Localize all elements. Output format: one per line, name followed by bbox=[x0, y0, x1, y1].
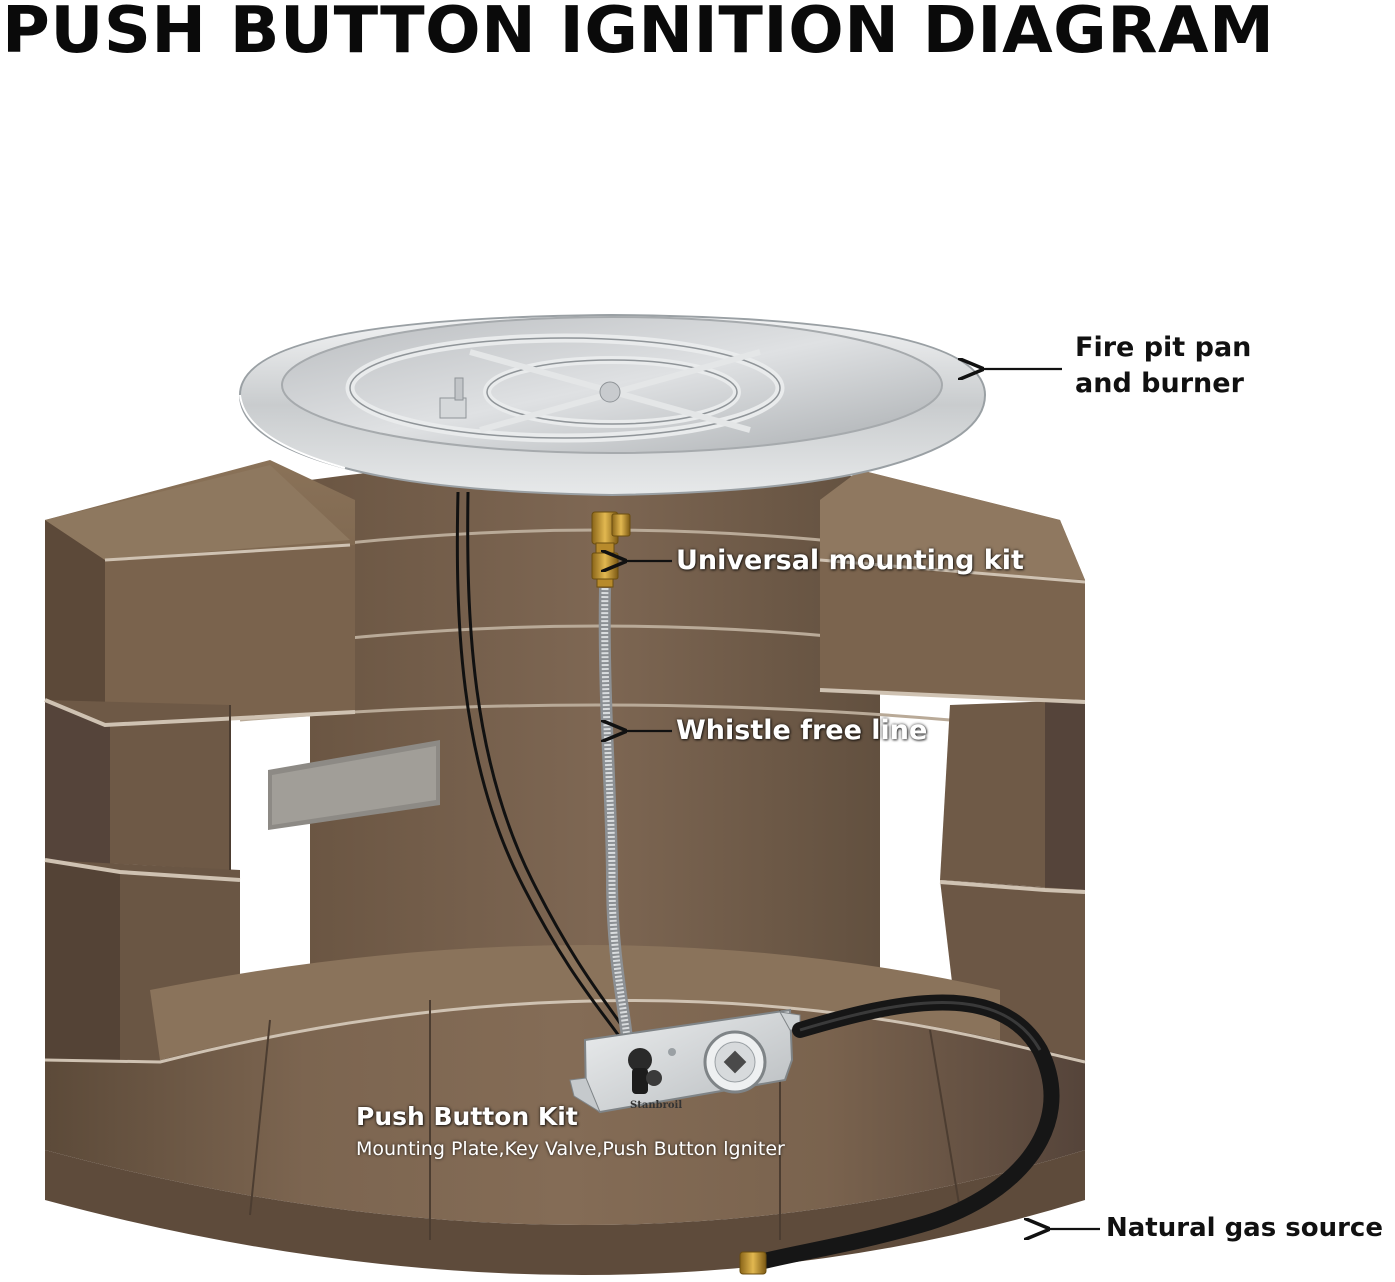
fire-pit-pan-and-burner bbox=[238, 313, 987, 497]
page-title: PUSH BUTTON IGNITION DIAGRAM bbox=[2, 0, 1275, 68]
inner-back-wall bbox=[310, 460, 880, 1000]
callout-arrows bbox=[625, 369, 1100, 1229]
push-button-kit: Stanbroil bbox=[569, 1008, 801, 1114]
push-button-igniter bbox=[628, 1048, 662, 1094]
label-fire-pit-pan-line2: and burner bbox=[1075, 368, 1244, 399]
plate-brand-logo: Stanbroil bbox=[630, 1100, 682, 1111]
label-universal-mounting-kit: Universal mounting kit bbox=[676, 545, 1024, 576]
key-valve bbox=[703, 1030, 767, 1094]
whistle-free-line bbox=[598, 587, 634, 1049]
label-whistle-free-line: Whistle free line bbox=[676, 715, 928, 746]
label-fire-pit-pan-line1: Fire pit pan bbox=[1075, 332, 1252, 363]
front-ring-course bbox=[45, 994, 1085, 1225]
stone-fire-pit bbox=[44, 460, 1086, 1275]
label-natural-gas-source: Natural gas source bbox=[1106, 1213, 1383, 1243]
label-push-button-kit-components: Mounting Plate,Key Valve,Push Button lgn… bbox=[356, 1138, 785, 1160]
igniter-wires bbox=[455, 491, 634, 1046]
label-push-button-kit: Push Button Kit bbox=[356, 1102, 578, 1131]
gas-fitting bbox=[739, 1251, 767, 1275]
natural-gas-hose bbox=[739, 994, 1060, 1275]
